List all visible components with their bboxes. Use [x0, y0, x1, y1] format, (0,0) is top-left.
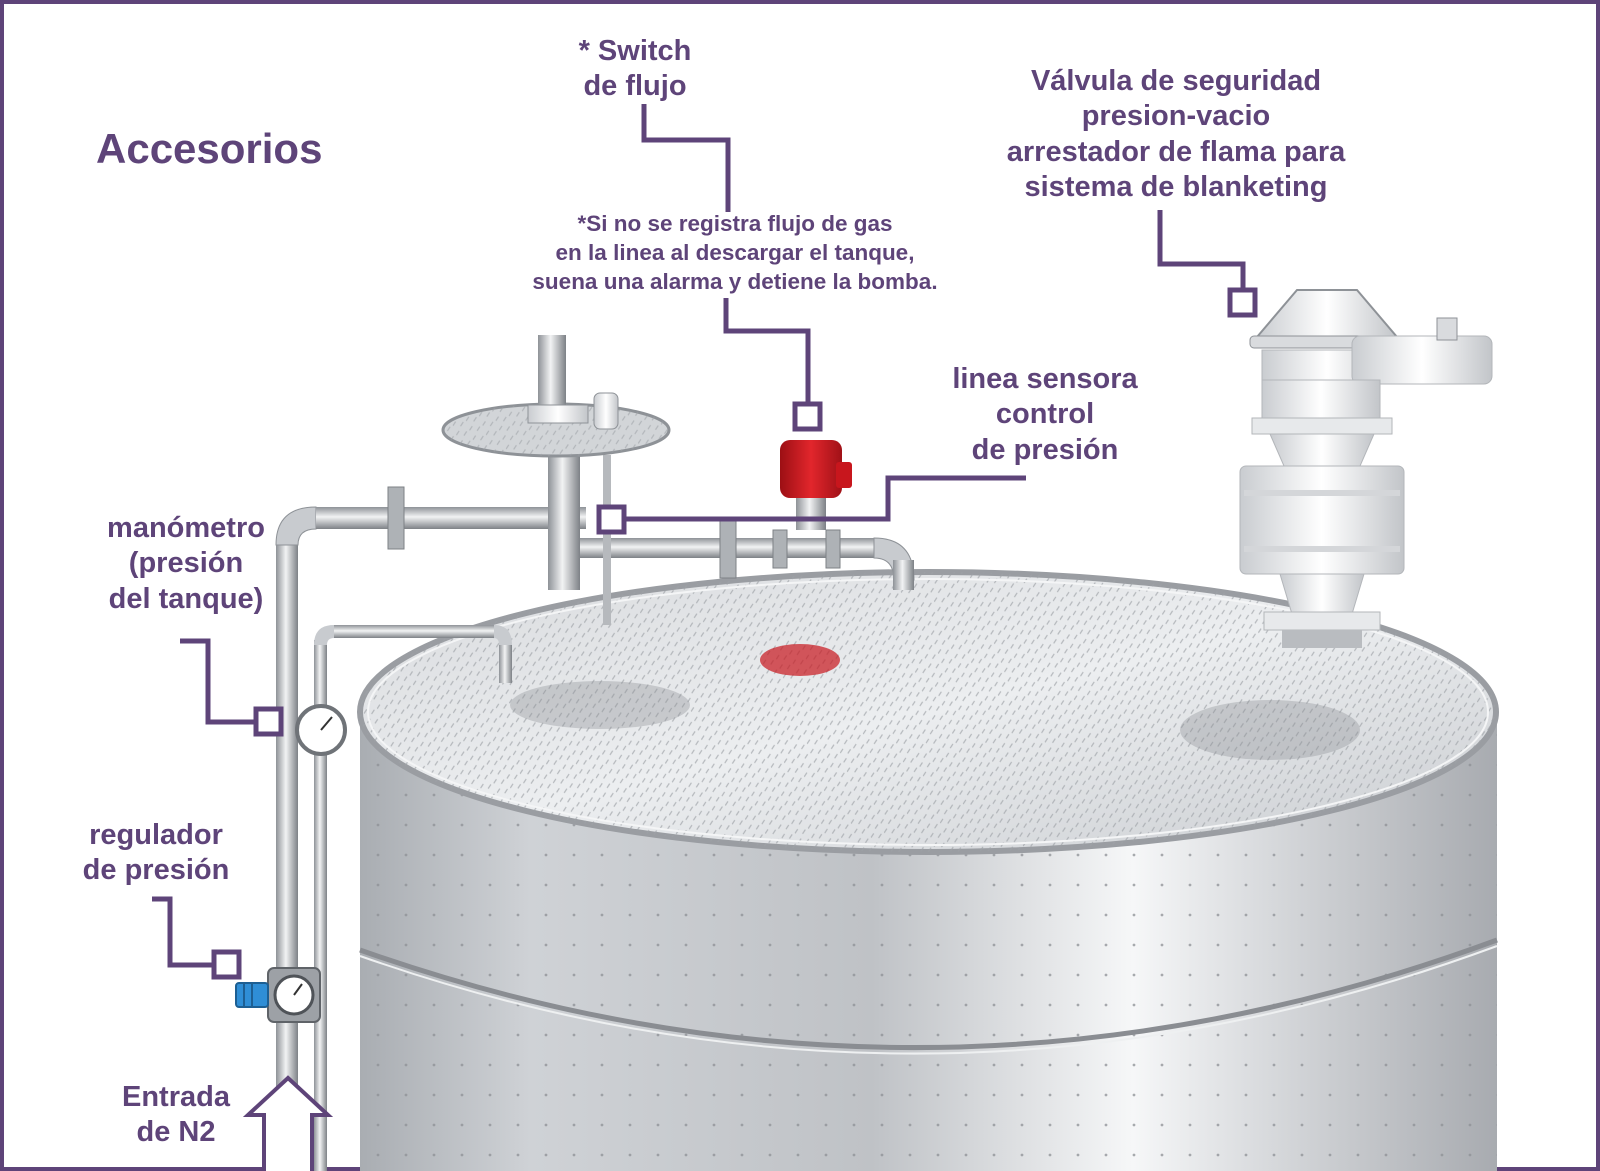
label-line: de flujo: [583, 70, 687, 103]
leader-regulador: [152, 896, 214, 968]
leader-manometro: [180, 638, 256, 725]
marker-manometro: [253, 706, 284, 737]
label-line: Entrada: [122, 1081, 230, 1113]
callout-leaders: [152, 104, 1258, 980]
leader-valvula: [1157, 210, 1246, 290]
label-line: manómetro: [107, 512, 265, 544]
label-line: arrestador de flama para: [1006, 135, 1346, 168]
leader-nota-switch: [723, 298, 811, 404]
label-line: presion-vacio: [1081, 100, 1271, 133]
label-line: de N2: [136, 1116, 216, 1149]
marker-sensing-line: [596, 504, 627, 535]
page-title: Accesorios: [96, 125, 323, 172]
label-line: en la linea al descargar el tanque,: [555, 239, 915, 265]
label-line: (presión: [128, 547, 244, 580]
marker-regulador: [211, 949, 242, 980]
n2-piping: [235, 486, 915, 1171]
label-line: Válvula de seguridad: [1030, 65, 1322, 97]
leader-linea-sensora: [624, 475, 1026, 522]
safety-valve-flame-arrester: [1239, 289, 1493, 648]
label-line: sistema de blanketing: [1024, 171, 1328, 204]
label-valvula: Válvula de seguridad presion-vacio arres…: [966, 64, 1386, 206]
label-linea-sensora: linea sensora control de presión: [920, 362, 1170, 468]
label-line: regulador: [89, 819, 223, 851]
flow-switch-icon: [780, 440, 852, 530]
label-line: linea sensora: [952, 363, 1138, 395]
marker-safety-valve: [1227, 287, 1258, 318]
label-regulador: regulador de presión: [56, 818, 256, 889]
leader-switch-flujo: [641, 104, 731, 212]
marker-flow-switch: [792, 401, 823, 432]
pressure-regulator-icon: [235, 967, 321, 1023]
label-line: control: [995, 398, 1095, 431]
label-line: de presión: [971, 433, 1119, 466]
label-switch-flujo: * Switch de flujo: [540, 34, 730, 105]
label-line: * Switch: [578, 35, 692, 67]
label-entrada-n2: Entrada de N2: [96, 1080, 256, 1151]
label-line: de presión: [82, 854, 230, 887]
blanketing-control-valve: [441, 335, 671, 625]
label-line: *Si no se registra flujo de gas: [577, 211, 893, 236]
label-line: suena una alarma y detiene la bomba.: [532, 268, 938, 294]
storage-tank: [357, 569, 1499, 1171]
label-manometro: manómetro (presión del tanque): [76, 511, 296, 617]
label-nota-switch: *Si no se registra flujo de gas en la li…: [490, 210, 980, 296]
label-line: del tanque): [108, 582, 264, 615]
n2-inlet-arrow-icon: [242, 1075, 334, 1171]
